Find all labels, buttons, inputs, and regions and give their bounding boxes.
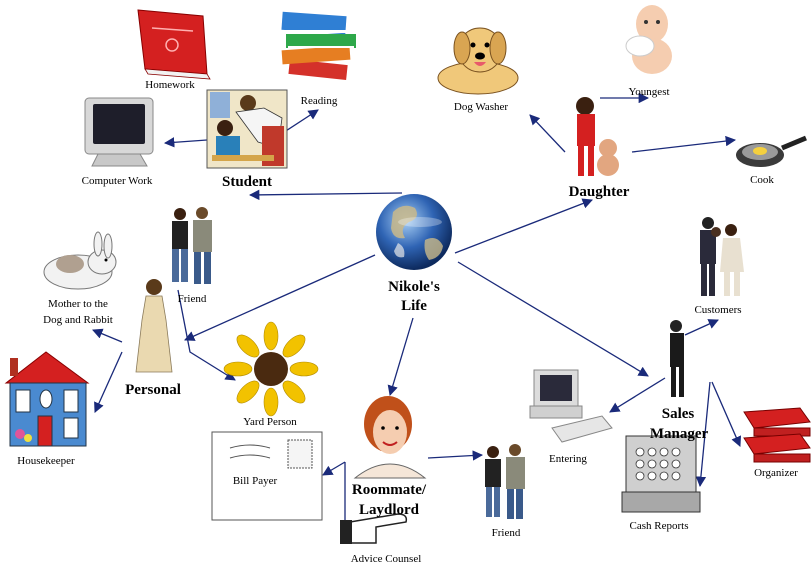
pointing-hand-icon — [340, 513, 408, 544]
computer-monitor-icon — [84, 97, 154, 167]
center-label-line1: Nikole's — [388, 279, 440, 295]
arrow-friend-yard — [177, 289, 236, 381]
arrow-roommate-bill — [322, 461, 346, 476]
task-organizer: Organizer — [754, 467, 798, 479]
girl-with-bear-icon — [576, 97, 619, 176]
woman-in-gown-icon — [135, 279, 173, 373]
woman-on-phone-icon — [670, 320, 684, 397]
task-friend-personal: Friend — [177, 293, 207, 305]
arrow-sales-entering — [609, 377, 666, 413]
arrow-center-daughter — [454, 198, 593, 254]
task-cash-reports: Cash Reports — [629, 520, 689, 532]
task-cook: Cook — [750, 174, 774, 186]
task-friend-roommate: Friend — [491, 527, 521, 539]
business-people-icon — [485, 444, 525, 519]
task-bill-payer: Bill Payer — [232, 475, 278, 487]
task-housekeeper: Housekeeper — [17, 455, 75, 467]
arrow-daughter-dog — [529, 114, 566, 153]
frying-pan-icon — [736, 135, 807, 167]
task-entering: Entering — [549, 453, 587, 465]
couple-icon — [172, 207, 212, 284]
baby-icon — [625, 5, 672, 74]
task-computer-work: Computer Work — [81, 175, 153, 187]
role-personal: Personal — [125, 382, 181, 398]
arrow-center-personal — [184, 254, 376, 341]
arrow-sales-customers — [684, 319, 719, 336]
task-customers: Customers — [694, 304, 742, 316]
arrow-daughter-cook — [631, 135, 737, 153]
rabbit-icon — [43, 231, 117, 290]
connector-arrows — [92, 92, 742, 542]
woman-face-icon — [353, 396, 427, 479]
arrow-student-computer — [163, 137, 208, 148]
task-dog-washer: Dog Washer — [453, 101, 509, 113]
dog-icon — [437, 27, 519, 95]
task-reading: Reading — [300, 95, 338, 107]
books-stack-icon — [281, 11, 356, 80]
house-icon — [4, 351, 90, 447]
arrow-personal-mother — [92, 328, 123, 343]
task-yard-person: Yard Person — [243, 416, 297, 428]
desktop-computer-icon — [529, 369, 613, 443]
arrow-personal-housekeeper — [94, 351, 123, 413]
arrow-center-sales — [457, 261, 649, 377]
sunflower-icon — [223, 321, 319, 417]
task-advice-counsel: Advice Counsel — [350, 553, 422, 565]
customers-people-icon — [700, 217, 744, 296]
task-mother-line1: Mother to the — [48, 298, 108, 310]
task-youngest: Youngest — [628, 86, 670, 98]
book-icon — [137, 9, 211, 80]
role-sales-line2: Manager — [649, 426, 709, 442]
role-student: Student — [221, 174, 273, 190]
cash-register-icon — [621, 435, 701, 513]
arrow-roommate-friend — [427, 450, 484, 461]
task-mother-line2: Dog and Rabbit — [43, 314, 113, 326]
center-label-line2: Life — [401, 298, 427, 314]
teacher-student-icon — [206, 89, 288, 169]
globe-icon — [376, 194, 452, 270]
arrow-center-student — [248, 189, 403, 201]
arrow-sales-organizer — [711, 381, 742, 447]
arrow-sales-cash — [695, 381, 711, 488]
role-roommate-line2: Laydlord — [358, 502, 419, 518]
task-homework: Homework — [145, 79, 195, 91]
envelope-icon — [211, 431, 323, 521]
arrow-center-roommate — [387, 317, 414, 396]
role-daughter: Daughter — [568, 184, 630, 200]
role-sales-line1: Sales — [661, 406, 695, 422]
paper-tray-icon — [743, 407, 811, 463]
role-roommate-line1: Roommate/ — [351, 482, 427, 498]
